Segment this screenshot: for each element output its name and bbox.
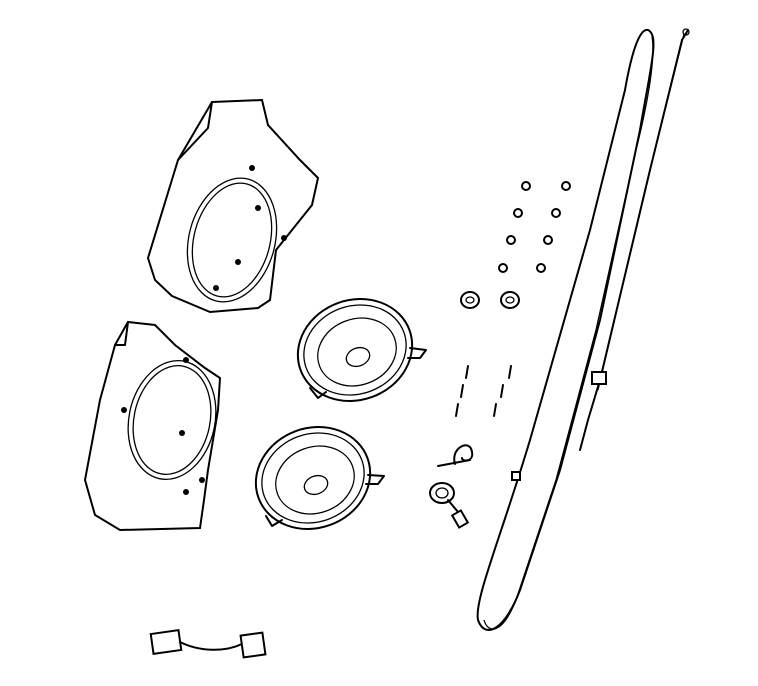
speaker-upper	[296, 297, 427, 403]
cable-tie	[437, 444, 474, 467]
speaker-bracket-upper	[146, 98, 320, 314]
connector-adapter	[149, 629, 267, 659]
speaker-bracket-lower	[83, 320, 222, 532]
speaker-lower	[254, 425, 385, 531]
wire-coil	[429, 482, 470, 529]
wire-harness	[476, 28, 690, 631]
nut-set	[498, 181, 571, 273]
grommets	[460, 291, 520, 309]
screws	[455, 365, 512, 417]
